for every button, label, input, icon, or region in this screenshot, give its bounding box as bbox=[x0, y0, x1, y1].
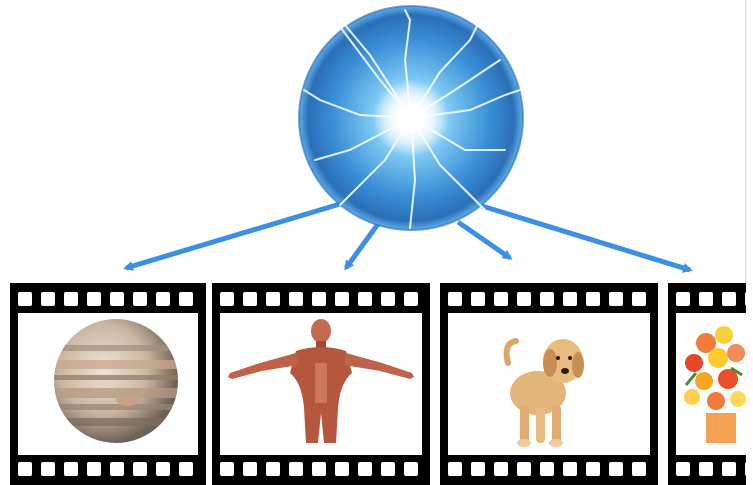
golden-puppy-icon bbox=[448, 313, 650, 455]
film-frame-3-window bbox=[448, 313, 650, 455]
film-perforations-top bbox=[220, 292, 430, 306]
film-perforations-top bbox=[676, 292, 746, 306]
film-perforations-bottom bbox=[18, 462, 206, 476]
film-frame-4 bbox=[668, 283, 746, 485]
human-muscle-anatomy-icon bbox=[220, 313, 422, 455]
arrow-to-frame-1 bbox=[126, 204, 340, 268]
film-frame-1-window bbox=[18, 313, 198, 455]
arrow-to-frame-4 bbox=[482, 206, 690, 270]
film-perforations-bottom bbox=[676, 462, 746, 476]
film-perforations-top bbox=[18, 292, 206, 306]
film-perforations-top bbox=[448, 292, 658, 306]
film-frame-2 bbox=[212, 283, 430, 485]
film-frame-4-window bbox=[676, 313, 746, 455]
jupiter-planet-icon bbox=[18, 313, 198, 455]
film-frame-2-window bbox=[220, 313, 422, 455]
arrow-to-frame-3 bbox=[458, 222, 510, 258]
film-perforations-bottom bbox=[220, 462, 430, 476]
flower-bouquet-icon bbox=[676, 313, 746, 455]
film-frame-3 bbox=[440, 283, 658, 485]
arrow-to-frame-2 bbox=[346, 224, 378, 268]
film-perforations-bottom bbox=[448, 462, 658, 476]
plasma-orb-icon bbox=[299, 6, 523, 230]
film-frame-1 bbox=[10, 283, 206, 485]
